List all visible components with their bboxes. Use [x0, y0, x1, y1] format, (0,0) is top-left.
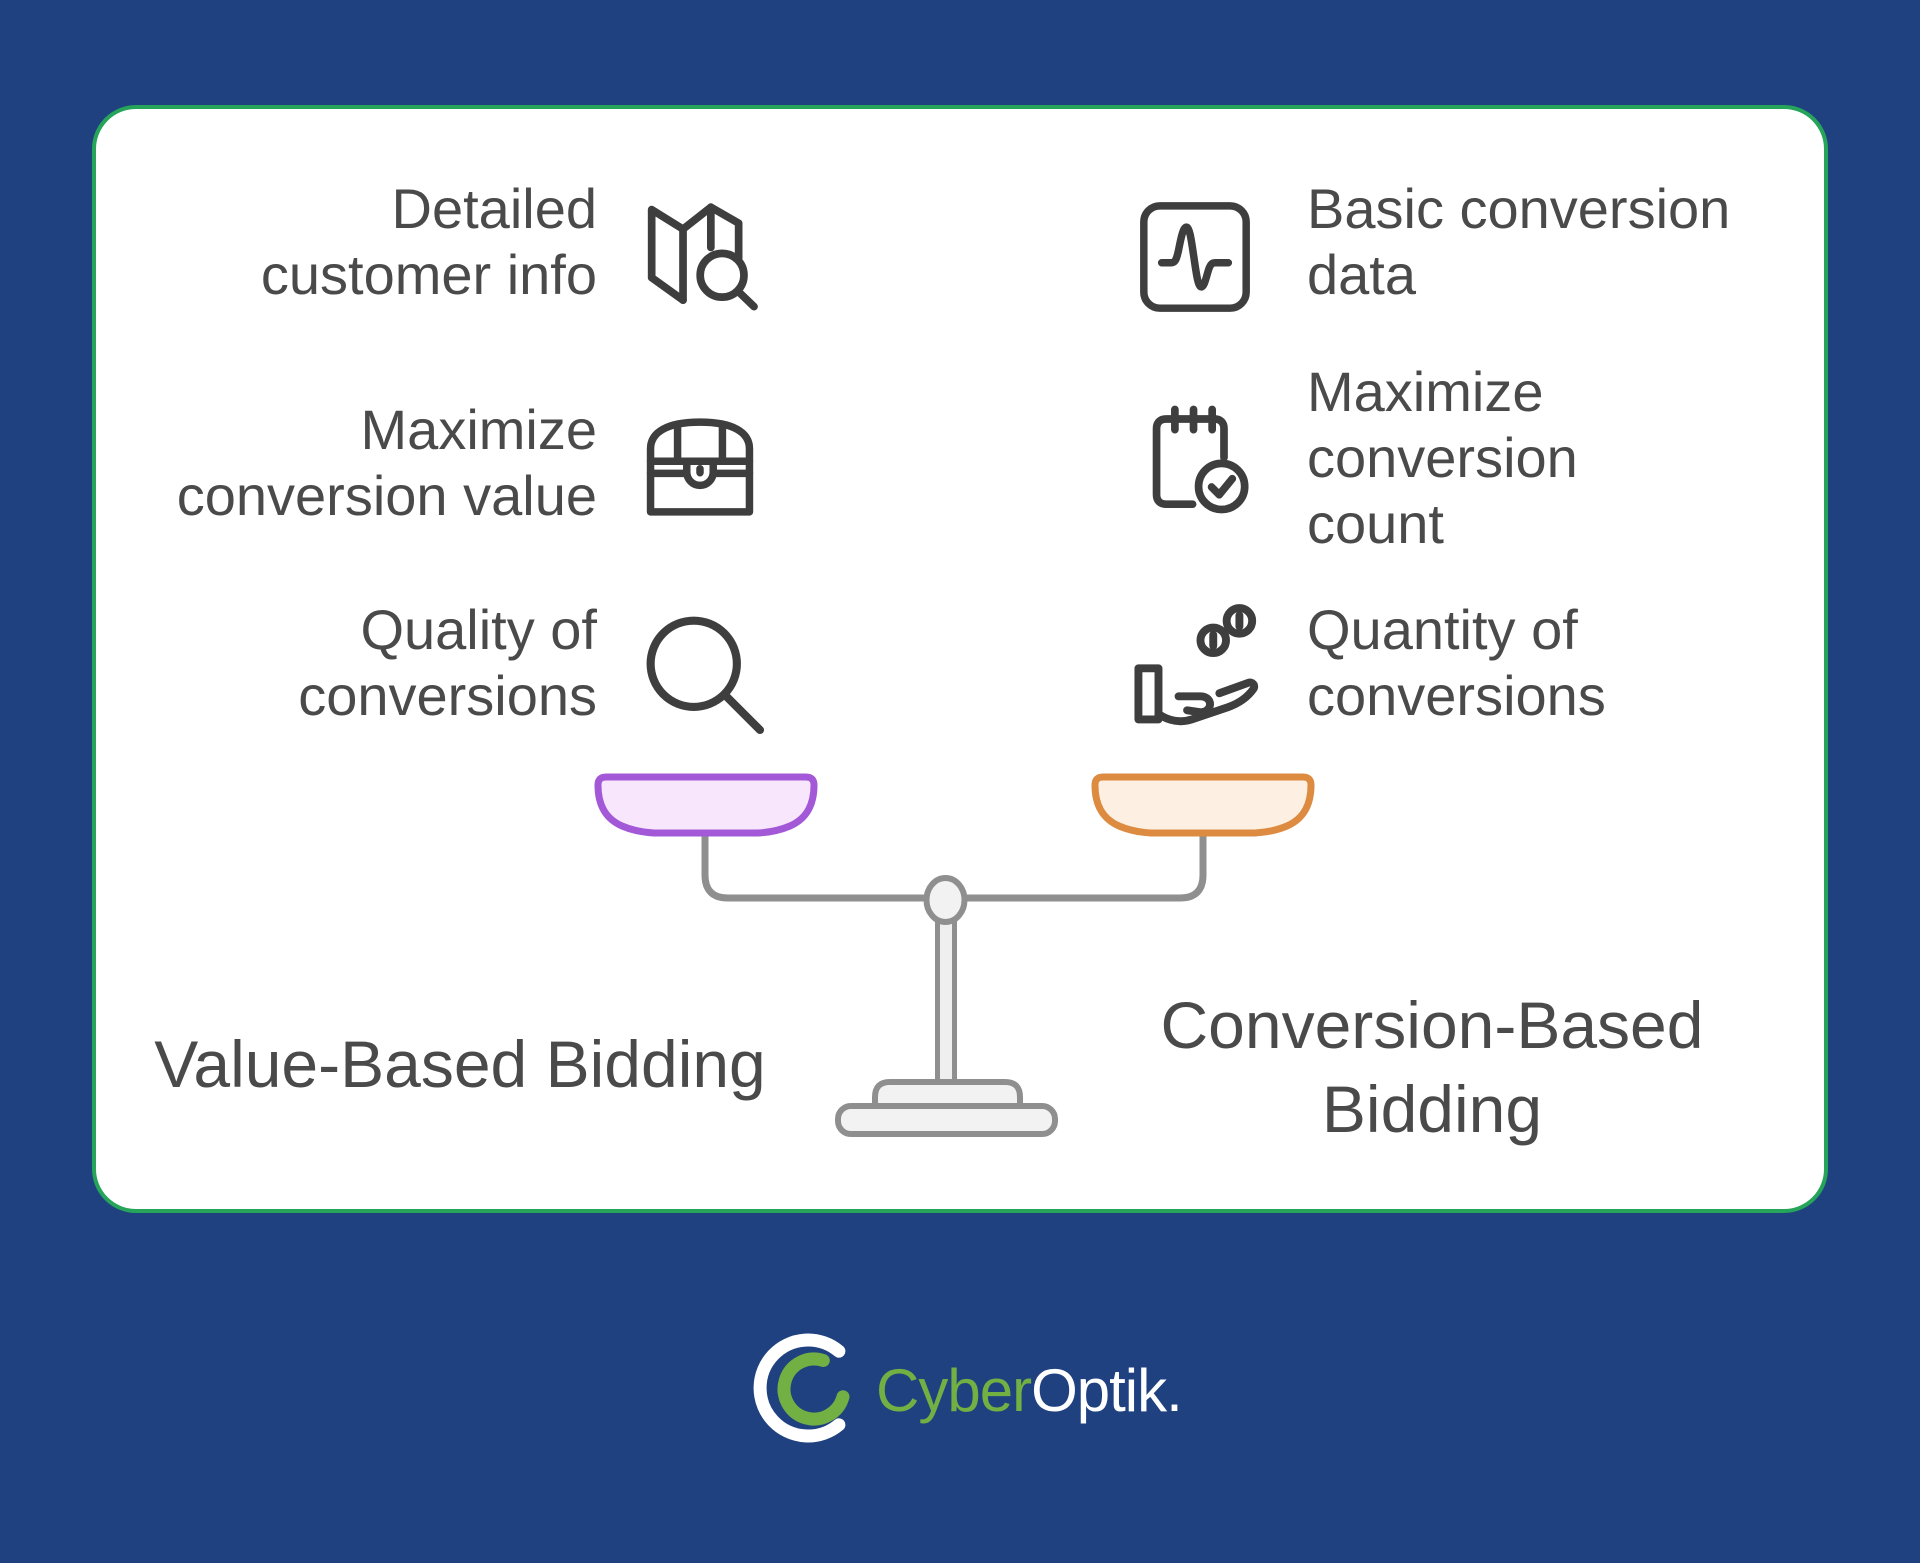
right-pan	[1091, 773, 1315, 837]
right-item-3-line-2: conversions	[1307, 664, 1606, 727]
left-item-2-line-1: Maximize	[360, 398, 597, 461]
right-item-2-line-1: Maximize	[1307, 360, 1544, 423]
left-item-1-line-1: Detailed	[391, 177, 597, 240]
right-item-2-line-3: count	[1307, 492, 1444, 555]
left-item-2-label: Maximize conversion value	[97, 397, 597, 529]
right-title-line-1: Conversion-Based	[1160, 988, 1704, 1062]
activity-monitor-icon	[1126, 188, 1264, 326]
left-title: Value-Based Bidding	[110, 1022, 810, 1106]
treasure-chest-icon	[631, 398, 769, 536]
right-item-3-line-1: Quantity of	[1307, 598, 1578, 661]
left-pan	[594, 773, 818, 837]
comparison-card	[92, 105, 1828, 1213]
scale-pivot	[923, 875, 968, 925]
balance-scale-graphic	[594, 773, 1315, 1137]
map-search-icon	[628, 180, 770, 322]
right-item-1-label: Basic conversion data	[1307, 176, 1787, 308]
right-item-2-line-2: conversion	[1307, 426, 1578, 489]
right-title: Conversion-Based Bidding	[1082, 983, 1782, 1151]
right-item-2-label: Maximize conversion count	[1307, 359, 1787, 557]
left-item-2-line-2: conversion value	[176, 464, 597, 527]
left-item-1-label: Detailed customer info	[97, 176, 597, 308]
scale-post	[935, 897, 957, 1088]
right-title-line-2: Bidding	[1321, 1072, 1543, 1146]
logo-text-optik: Optik.	[1031, 1357, 1183, 1424]
left-item-3-line-2: conversions	[298, 664, 597, 727]
hand-coins-icon	[1122, 602, 1268, 748]
left-item-3-label: Quality of conversions	[97, 597, 597, 729]
left-item-3-line-1: Quality of	[360, 598, 597, 661]
right-item-3-label: Quantity of conversions	[1307, 597, 1787, 729]
right-item-1-line-2: data	[1307, 243, 1416, 306]
cyberoptik-logo-text: CyberOptik.	[876, 1356, 1183, 1426]
right-item-1-line-1: Basic conversion	[1307, 177, 1731, 240]
logo-text-cyber: Cyber	[876, 1357, 1032, 1424]
search-icon	[630, 600, 780, 750]
scale-base	[835, 1103, 1058, 1137]
notepad-check-icon	[1124, 390, 1266, 532]
cyberoptik-logo-icon	[753, 1333, 850, 1443]
left-title-text: Value-Based Bidding	[154, 1027, 766, 1101]
left-item-1-line-2: customer info	[260, 243, 597, 306]
